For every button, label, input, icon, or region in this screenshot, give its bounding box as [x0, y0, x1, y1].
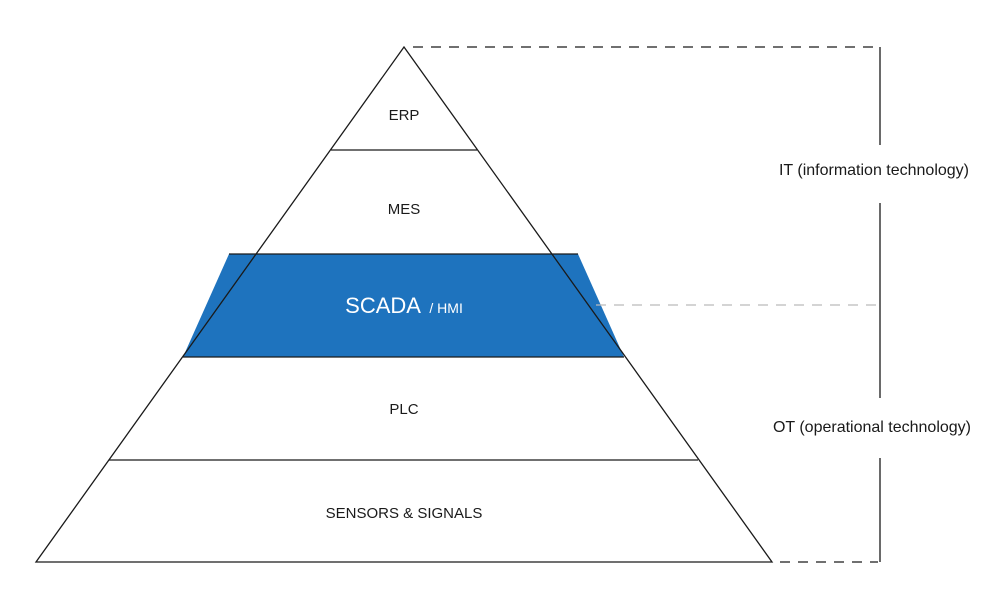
pyramid-outline: [34, 45, 774, 563]
level-label-mes: MES: [388, 201, 421, 218]
level-label-sensors: SENSORS & SIGNALS: [326, 505, 483, 522]
level-label-plc: PLC: [389, 401, 418, 418]
it-label: IT (information technology): [779, 162, 969, 179]
ot-label: OT (operational technology): [773, 419, 971, 436]
scada-band: [183, 254, 624, 357]
level-label-scada-group: SCADA / HMI: [345, 293, 463, 318]
level-label-scada: SCADA: [345, 293, 421, 318]
level-label-erp: ERP: [389, 107, 420, 124]
level-sublabel-hmi: / HMI: [429, 300, 462, 316]
